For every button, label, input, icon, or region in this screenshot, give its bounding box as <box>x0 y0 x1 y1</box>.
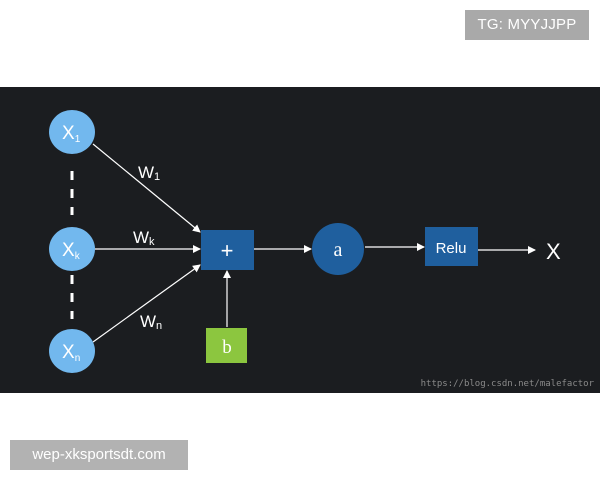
activation-node-label: a <box>334 239 343 261</box>
svg-text:X1: X1 <box>62 123 81 145</box>
weight-label-n-subscript: n <box>156 320 162 332</box>
sum-symbol: + <box>221 238 234 263</box>
svg-text:Xn: Xn <box>62 342 80 364</box>
input-node-n-label: X <box>62 342 75 363</box>
activation-node: a <box>312 223 364 275</box>
relu-box: Relu <box>425 227 478 266</box>
neuron-diagram: X1 Xk Xn W1 Wk <box>0 87 600 393</box>
tg-badge: TG: MYYJJPP <box>465 10 589 40</box>
input-node-1-subscript: 1 <box>75 134 81 145</box>
input-node-1: X1 <box>49 110 95 154</box>
neuron-diagram-svg: X1 Xk Xn W1 Wk <box>49 110 595 389</box>
input-node-n-subscript: n <box>75 353 81 364</box>
footer-url-badge: wep-xksportsdt.com <box>10 440 188 470</box>
bias-box: b <box>206 328 247 363</box>
weight-label-k-subscript: k <box>149 236 155 248</box>
weight-label-1: W1 <box>138 163 160 183</box>
bias-label: b <box>222 337 232 358</box>
input-node-k: Xk <box>49 227 95 271</box>
relu-label: Relu <box>436 240 467 257</box>
input-node-n: Xn <box>49 329 95 373</box>
arrow-xn-to-sum <box>92 264 201 343</box>
weight-label-k: Wk <box>133 228 155 248</box>
weight-label-n: Wn <box>140 312 162 332</box>
watermark-url: https://blog.csdn.net/malefactor <box>421 379 595 389</box>
output-label: X <box>546 239 561 264</box>
weight-label-1-main: W <box>138 163 154 182</box>
svg-text:Xk: Xk <box>62 240 81 262</box>
sum-box: + <box>201 230 254 270</box>
input-node-k-subscript: k <box>75 251 81 262</box>
input-node-1-label: X <box>62 123 75 144</box>
weight-label-k-main: W <box>133 228 149 247</box>
weight-label-n-main: W <box>140 312 156 331</box>
weight-label-1-subscript: 1 <box>154 171 160 183</box>
arrow-x1-to-sum <box>92 143 201 233</box>
input-node-k-label: X <box>62 240 75 261</box>
